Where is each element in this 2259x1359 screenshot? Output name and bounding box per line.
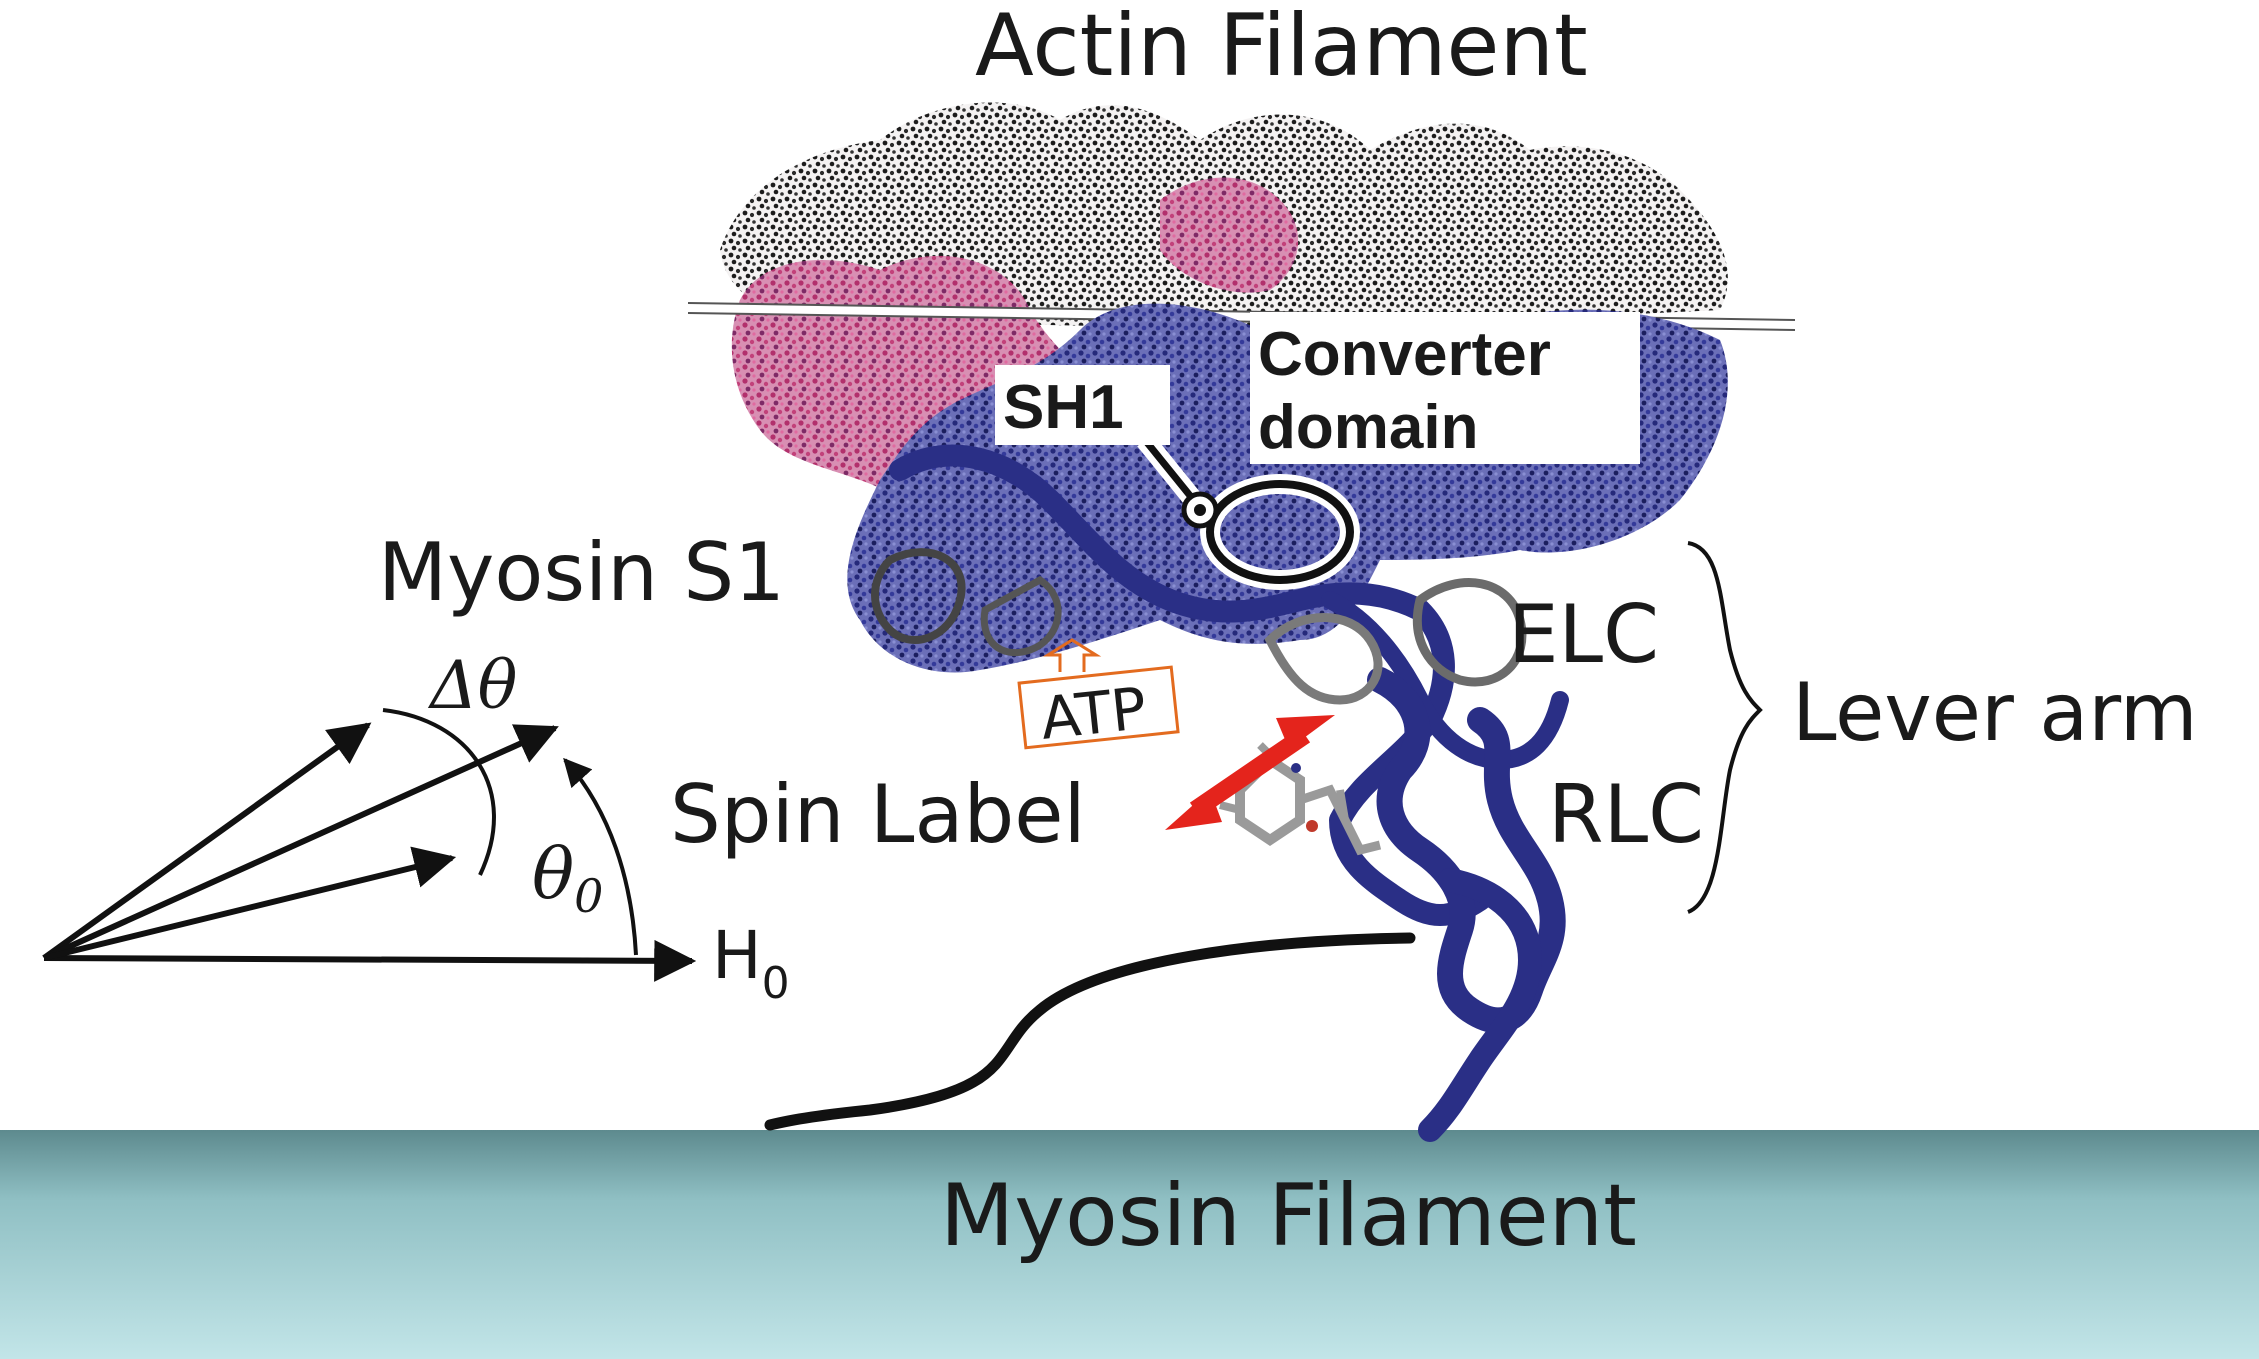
lever-arm-label: Lever arm bbox=[1792, 666, 2198, 759]
sh1-label-box bbox=[995, 365, 1170, 445]
h0-subscript: 0 bbox=[762, 958, 790, 1009]
converter-label-box bbox=[1250, 312, 1640, 464]
theta0-subscript: 0 bbox=[574, 869, 603, 923]
spin-label-orientation-arrow bbox=[1165, 715, 1335, 830]
angle-diagram bbox=[42, 708, 697, 982]
atp-label: ATP bbox=[1037, 674, 1149, 753]
vector-middle-arrow bbox=[42, 724, 559, 961]
delta-theta-label: Δθ bbox=[427, 647, 517, 724]
actin-filament-label: Actin Filament bbox=[975, 0, 1588, 96]
lever-arm-brace bbox=[1687, 541, 1763, 914]
theta0-arc bbox=[563, 757, 638, 956]
elc-label: ELC bbox=[1508, 588, 1659, 681]
myosin-s1-label: Myosin S1 bbox=[378, 526, 785, 619]
spin-label-label: Spin Label bbox=[670, 768, 1086, 861]
sh1-label: SH1 bbox=[1003, 373, 1124, 442]
myosin-filament-band bbox=[0, 1130, 2259, 1359]
converter-label-line2: domain bbox=[1258, 393, 1478, 462]
h0-symbol: H bbox=[712, 917, 762, 994]
h0-label: H0 bbox=[712, 917, 790, 1009]
converter-label-line1: Converter bbox=[1258, 320, 1551, 389]
atp-box bbox=[1017, 665, 1180, 750]
vector-lower-arrow bbox=[43, 846, 457, 961]
atp-arrow-icon bbox=[1042, 638, 1102, 672]
s2-tail bbox=[764, 932, 1416, 1131]
vector-upper-arrow bbox=[42, 722, 372, 961]
h0-axis-arrow bbox=[43, 939, 697, 982]
myosin-filament-label: Myosin Filament bbox=[940, 1166, 1637, 1266]
theta0-label: θ0 bbox=[532, 833, 603, 923]
delta-theta-arc bbox=[382, 708, 496, 876]
theta0-symbol: θ bbox=[532, 833, 574, 915]
rlc-label: RLC bbox=[1548, 768, 1704, 861]
